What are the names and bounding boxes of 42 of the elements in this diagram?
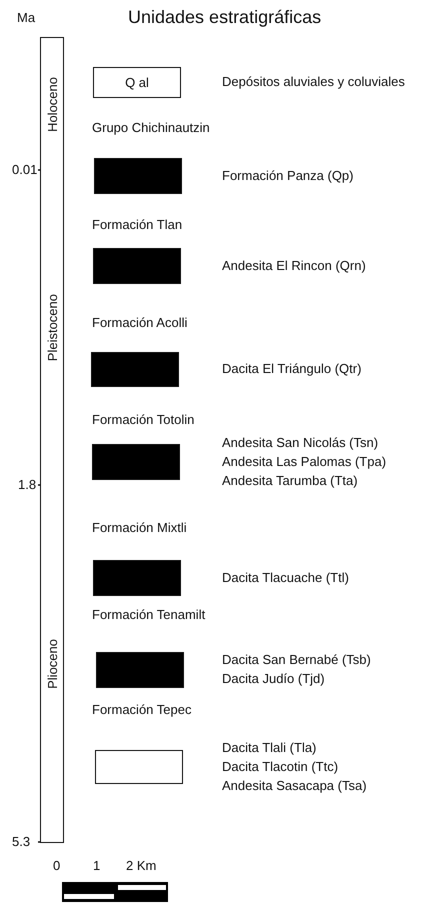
age-tick-label: 1.8 [18, 477, 36, 493]
unit-swatch [94, 158, 182, 194]
formation-heading: Formación Acolli [92, 315, 188, 331]
scale-label: 1 [93, 858, 100, 874]
unit-description: Dacita El Triángulo (Qtr) [222, 361, 362, 377]
formation-heading: Formación Tenamilt [92, 607, 206, 623]
unit-code: Q al [125, 75, 149, 90]
unit-swatch [93, 67, 181, 98]
unit-description: Andesita El Rincon (Qrn) [222, 258, 366, 274]
unit-description: Dacita Tlacotin (Ttc) [222, 758, 338, 774]
unit-swatch [93, 560, 181, 596]
epoch-label: Plioceno [44, 638, 60, 688]
unit-description: Dacita San Bernabé (Tsb) [222, 652, 371, 668]
unit-description: Andesita Las Palomas (Tpa) [222, 454, 386, 470]
unit-description: Andesita Tarumba (Tta) [222, 472, 358, 488]
unit-description: Andesita Sasacapa (Tsa) [222, 778, 367, 794]
epoch-column-segment [40, 485, 64, 843]
unit-description: Depósitos aluviales y coluviales [222, 74, 405, 90]
unit-swatch [92, 444, 180, 480]
axis-title: Ma [17, 10, 36, 26]
epoch-column-segment [40, 37, 64, 171]
title: Unidades estratigráficas [128, 6, 322, 28]
age-tick-label: 5.3 [12, 834, 30, 850]
scale-label: 0 [53, 858, 60, 874]
unit-description: Dacita Tlali (Tla) [222, 740, 316, 756]
epoch-label: Pleistoceno [44, 294, 60, 362]
group-heading: Grupo Chichinautzin [92, 120, 210, 136]
unit-description: Dacita Judío (Tjd) [222, 671, 325, 687]
unit-swatch [91, 352, 179, 387]
formation-heading: Formación Mixtli [92, 520, 187, 536]
unit-description: Formación Panza (Qp) [222, 168, 354, 184]
unit-swatch [95, 750, 183, 784]
epoch-label: Holoceno [44, 76, 60, 132]
formation-heading: Formación Tepec [92, 702, 192, 718]
formation-heading: Formación Tlan [92, 217, 182, 233]
scale-label: 2 Km [126, 858, 156, 874]
unit-description: Dacita Tlacuache (Ttl) [222, 570, 349, 586]
unit-description: Andesita San Nicolás (Tsn) [222, 434, 378, 450]
formation-heading: Formación Totolin [92, 412, 194, 428]
age-tick-label: 0.01 [12, 162, 38, 178]
unit-swatch [93, 248, 181, 284]
unit-swatch [96, 652, 184, 688]
